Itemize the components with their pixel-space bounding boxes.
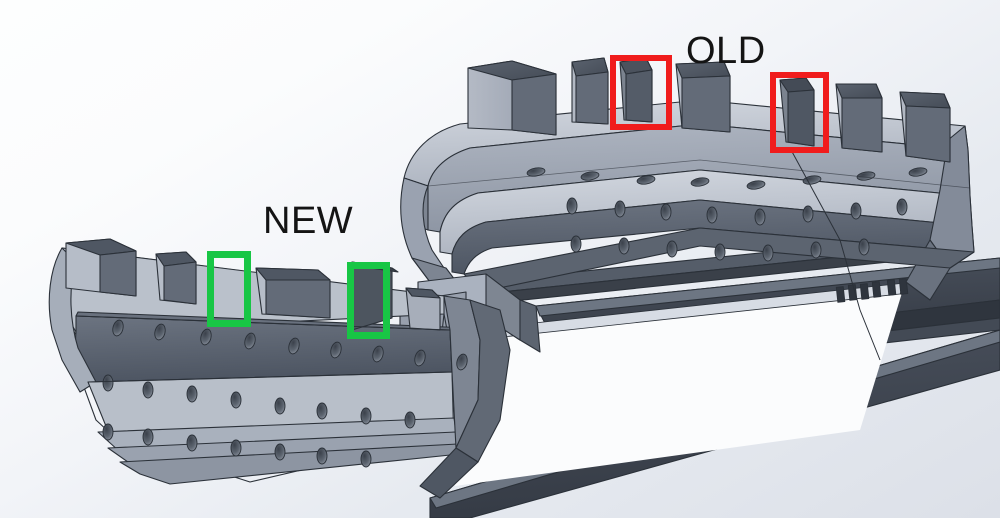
new-annotation-box-left (207, 251, 251, 327)
new-annotation-box-right (347, 262, 390, 339)
old-annotation-box-left (610, 55, 672, 130)
old-annotation-label: OLD (686, 30, 766, 72)
old-annotation-box-right (770, 72, 829, 153)
new-annotation-label: NEW (263, 200, 354, 242)
